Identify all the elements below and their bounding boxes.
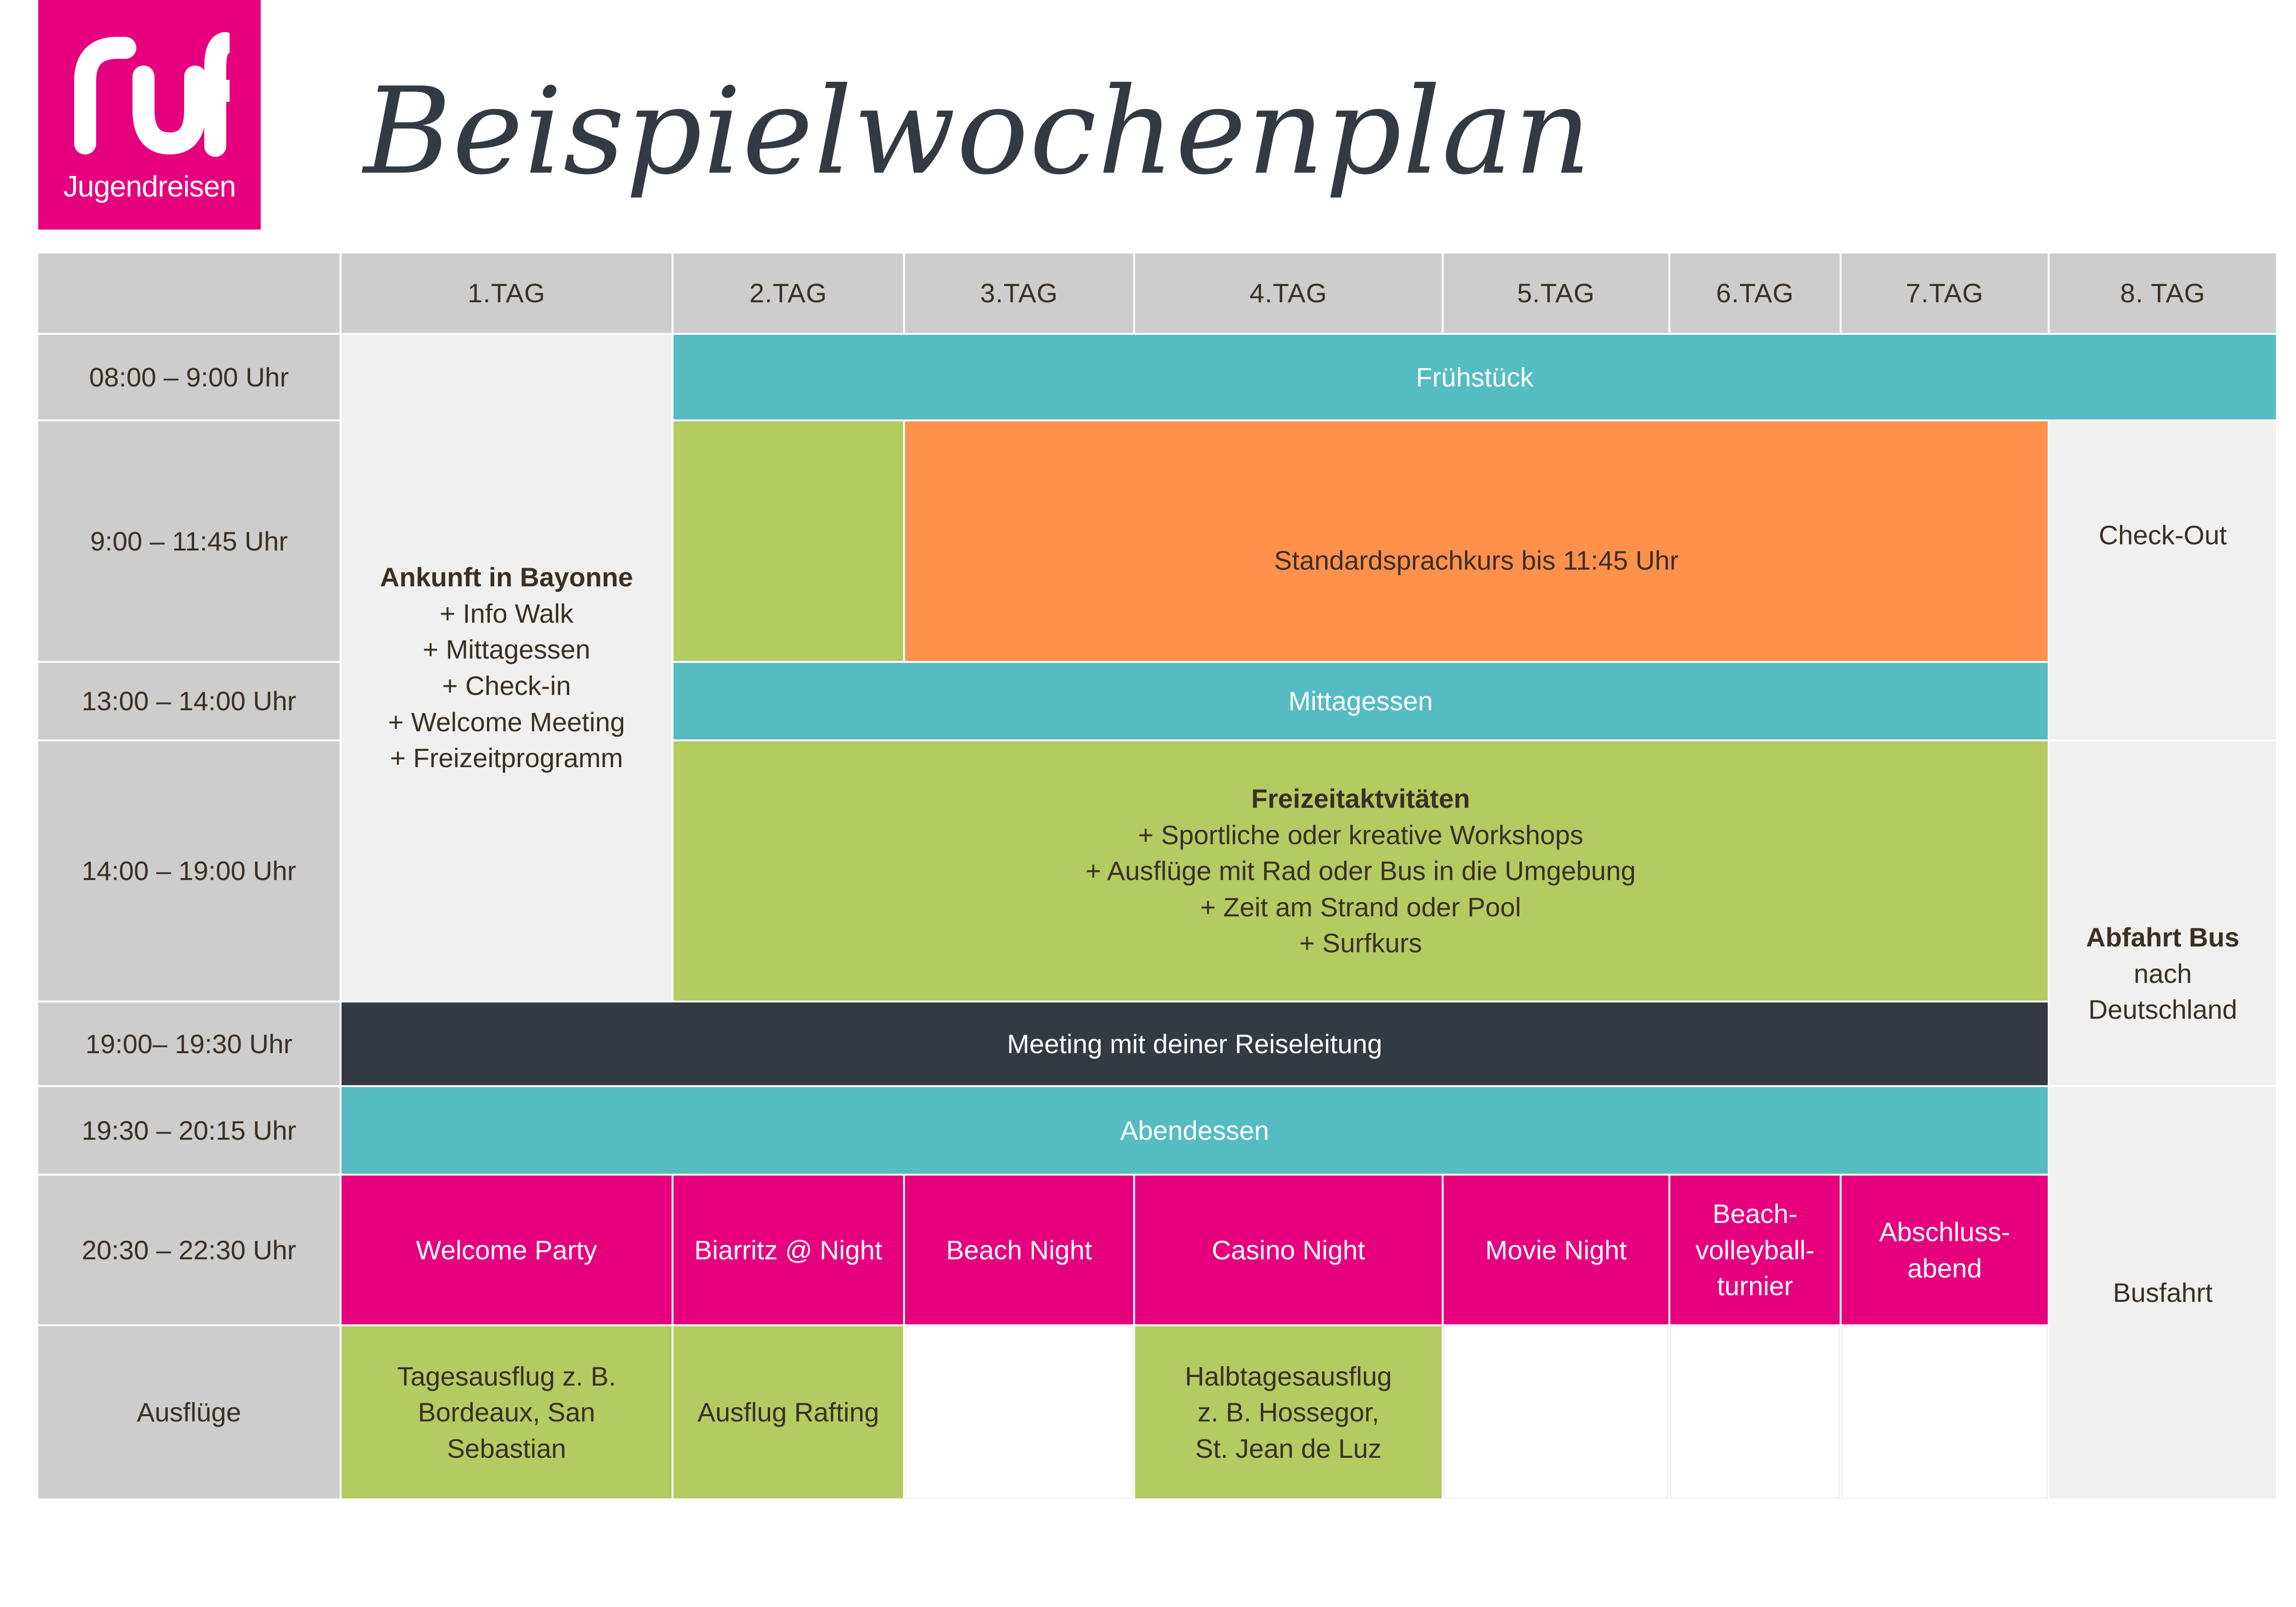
evening-day7-line: abend xyxy=(1907,1253,1982,1283)
excursion-day3-empty xyxy=(905,1326,1133,1498)
time-slot-morning: 9:00 – 11:45 Uhr xyxy=(38,421,340,661)
excursion-day4: Halbtagesausflug z. B. Hossegor, St. Jea… xyxy=(1135,1326,1442,1498)
day1-item: + Welcome Meeting xyxy=(388,706,625,737)
day1-item: + Freizeitprogramm xyxy=(390,743,623,773)
checkout-block: Check-Out xyxy=(2050,421,2276,739)
time-slot-lunch: 13:00 – 14:00 Uhr xyxy=(38,663,340,739)
evening-day4: Casino Night xyxy=(1135,1176,1442,1324)
schedule-grid: 1.TAG 2.TAG 3.TAG 4.TAG 5.TAG 6.TAG 7.TA… xyxy=(38,253,2276,1498)
time-slot-excursions: Ausflüge xyxy=(38,1326,340,1498)
day1-arrival-block: Ankunft in Bayonne + Info Walk + Mittage… xyxy=(342,335,672,1001)
header-corner xyxy=(38,253,340,333)
time-slot-breakfast: 08:00 – 9:00 Uhr xyxy=(38,335,340,419)
dinner-block: Abendessen xyxy=(342,1087,2048,1174)
leisure-activities-block: Freizeitaktvitäten + Sportliche oder kre… xyxy=(673,741,2048,1001)
language-course-block: Standardsprachkurs bis 11:45 Uhr xyxy=(905,421,2048,661)
lunch-block: Mittagessen xyxy=(673,663,2048,739)
day1-item: + Check-in xyxy=(442,671,571,701)
evening-day6-line: volleyball- xyxy=(1695,1234,1815,1265)
evening-day6: Beach- volleyball- turnier xyxy=(1670,1176,1840,1324)
day1-item: + Mittagessen xyxy=(422,634,591,665)
evening-day7: Abschluss- abend xyxy=(1842,1176,2048,1324)
logo-text: Jugendreisen xyxy=(63,170,236,203)
leisure-item: + Surfkurs xyxy=(1299,928,1422,958)
day1-item: + Info Walk xyxy=(440,598,574,628)
excursion-day1-line: Sebastian xyxy=(447,1433,566,1464)
day1-arrival-heading: Ankunft in Bayonne xyxy=(380,562,633,593)
evening-day1: Welcome Party xyxy=(342,1176,672,1324)
evening-day3: Beach Night xyxy=(905,1176,1133,1324)
page-title: Beispielwochenplan xyxy=(364,62,1592,201)
excursion-day7-empty xyxy=(1842,1326,2048,1498)
day-header-8: 8. TAG xyxy=(2050,253,2276,333)
time-slot-afternoon: 14:00 – 19:00 Uhr xyxy=(38,741,340,1001)
bus-ride-block: Busfahrt xyxy=(2050,1087,2276,1498)
evening-day7-line: Abschluss- xyxy=(1879,1216,2010,1247)
language-course-label: Standardsprachkurs bis 11:45 Uhr xyxy=(1274,545,1679,575)
bus-departure-line: nach xyxy=(2133,958,2192,989)
evening-day5: Movie Night xyxy=(1444,1176,1668,1324)
day-header-7: 7.TAG xyxy=(1842,253,2048,333)
excursion-day1-line: Bordeaux, San xyxy=(418,1397,596,1428)
leisure-item: + Zeit am Strand oder Pool xyxy=(1200,892,1521,922)
excursion-day4-line: St. Jean de Luz xyxy=(1195,1433,1382,1464)
evening-day6-line: Beach- xyxy=(1712,1199,1798,1229)
day2-morning-block xyxy=(673,421,903,661)
excursion-day4-line: Halbtagesausflug xyxy=(1185,1361,1392,1391)
meeting-block: Meeting mit deiner Reiseleitung xyxy=(342,1002,2048,1085)
day-header-3: 3.TAG xyxy=(905,253,1133,333)
evening-day6-line: turnier xyxy=(1717,1271,1793,1301)
excursion-day5-empty xyxy=(1444,1326,1668,1498)
day-header-1: 1.TAG xyxy=(342,253,672,333)
excursion-day1: Tagesausflug z. B. Bordeaux, San Sebasti… xyxy=(342,1326,672,1498)
time-slot-evening: 20:30 – 22:30 Uhr xyxy=(38,1176,340,1324)
leisure-item: + Ausflüge mit Rad oder Bus in die Umgeb… xyxy=(1085,856,1636,886)
bus-departure-heading: Abfahrt Bus xyxy=(2086,922,2240,953)
excursion-day2: Ausflug Rafting xyxy=(673,1326,903,1498)
ruf-logo: Jugendreisen xyxy=(38,0,261,230)
day-header-5: 5.TAG xyxy=(1444,253,1668,333)
bus-departure-line: Deutschland xyxy=(2088,994,2238,1025)
evening-day2: Biarritz @ Night xyxy=(673,1176,903,1324)
time-slot-dinner: 19:30 – 20:15 Uhr xyxy=(38,1087,340,1174)
ruf-logo-mark xyxy=(74,32,230,157)
bus-departure-block: Abfahrt Bus nach Deutschland xyxy=(2050,741,2276,1085)
excursion-day1-line: Tagesausflug z. B. xyxy=(397,1361,616,1391)
day-header-4: 4.TAG xyxy=(1135,253,1442,333)
checkout-label: Check-Out xyxy=(2098,520,2227,550)
time-slot-meeting: 19:00– 19:30 Uhr xyxy=(38,1002,340,1085)
leisure-item: + Sportliche oder kreative Workshops xyxy=(1137,819,1584,850)
excursion-day4-line: z. B. Hossegor, xyxy=(1197,1397,1380,1428)
leisure-heading: Freizeitaktvitäten xyxy=(1251,783,1470,814)
excursion-day6-empty xyxy=(1670,1326,1840,1498)
day-header-2: 2.TAG xyxy=(673,253,903,333)
breakfast-block: Frühstück xyxy=(673,335,2276,419)
day-header-6: 6.TAG xyxy=(1670,253,1840,333)
